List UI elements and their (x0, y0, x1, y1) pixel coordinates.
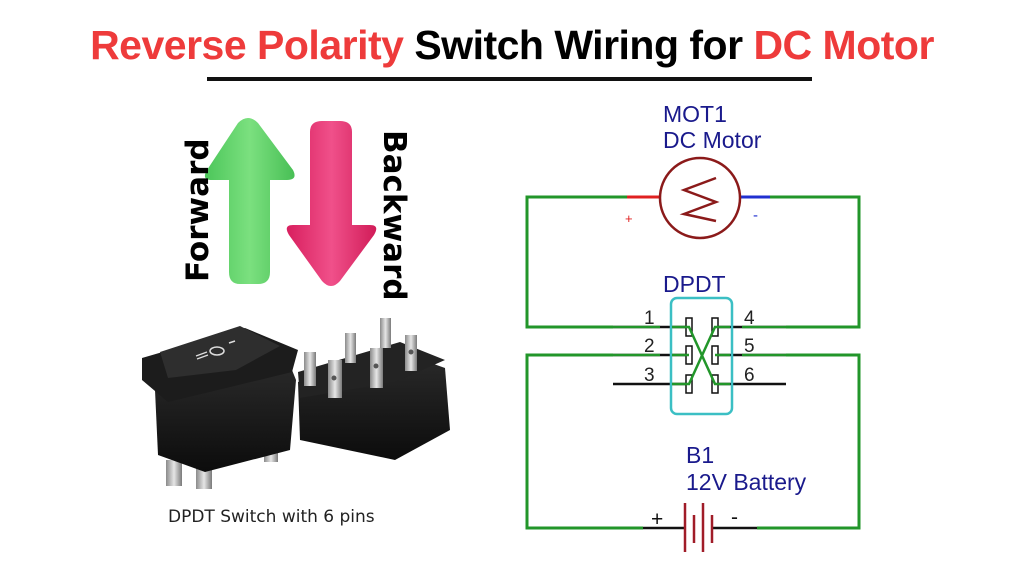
switch-front-view (142, 326, 298, 489)
wire-bottom-right (757, 353, 861, 530)
crossover-wiring (613, 325, 786, 386)
title-underline (207, 77, 812, 81)
dpdt-switch-box (669, 296, 734, 416)
motor-minus-label: - (753, 207, 758, 224)
pin-label-1: 1 (644, 308, 655, 329)
page-title: Reverse Polarity Switch Wiring for DC Mo… (0, 22, 1024, 69)
wire-top-right (763, 195, 861, 329)
battery-plus-label: + (651, 508, 663, 531)
motor-ref-label: MOT1 (663, 101, 727, 127)
wire-bottom-left (525, 353, 643, 530)
title-dc-motor: DC Motor (753, 22, 934, 68)
pin-label-4: 4 (744, 308, 755, 329)
arrow-down-icon (286, 121, 377, 286)
pin-label-2: 2 (644, 336, 655, 357)
rocker-switch-photo (142, 318, 450, 489)
title-reverse-polarity: Reverse Polarity (90, 22, 404, 68)
battery-symbol (683, 503, 714, 552)
motor-symbol (658, 156, 742, 240)
switch-caption: DPDT Switch with 6 pins (168, 507, 375, 527)
motor-name-label: DC Motor (663, 127, 762, 153)
motor-winding-icon (679, 176, 720, 223)
pin-label-3: 3 (644, 365, 655, 386)
battery-minus-label: - (731, 506, 738, 529)
schematic: MOT1 DC Motor + - DPDT 1 2 3 4 5 6 B1 12… (525, 101, 861, 552)
pin-label-5: 5 (744, 336, 755, 357)
battery-name-label: 12V Battery (686, 469, 807, 495)
battery-ref-label: B1 (686, 442, 714, 468)
backward-label: Backward (376, 130, 412, 301)
switch-back-view (298, 318, 450, 460)
motor-plus-label: + (625, 211, 633, 226)
wire-top-left (525, 195, 627, 329)
switch-ref-label: DPDT (663, 271, 726, 297)
title-middle: Switch Wiring for (403, 22, 754, 68)
pin-label-6: 6 (744, 365, 755, 386)
forward-label: Forward (180, 138, 216, 282)
arrow-up-icon (204, 118, 295, 284)
